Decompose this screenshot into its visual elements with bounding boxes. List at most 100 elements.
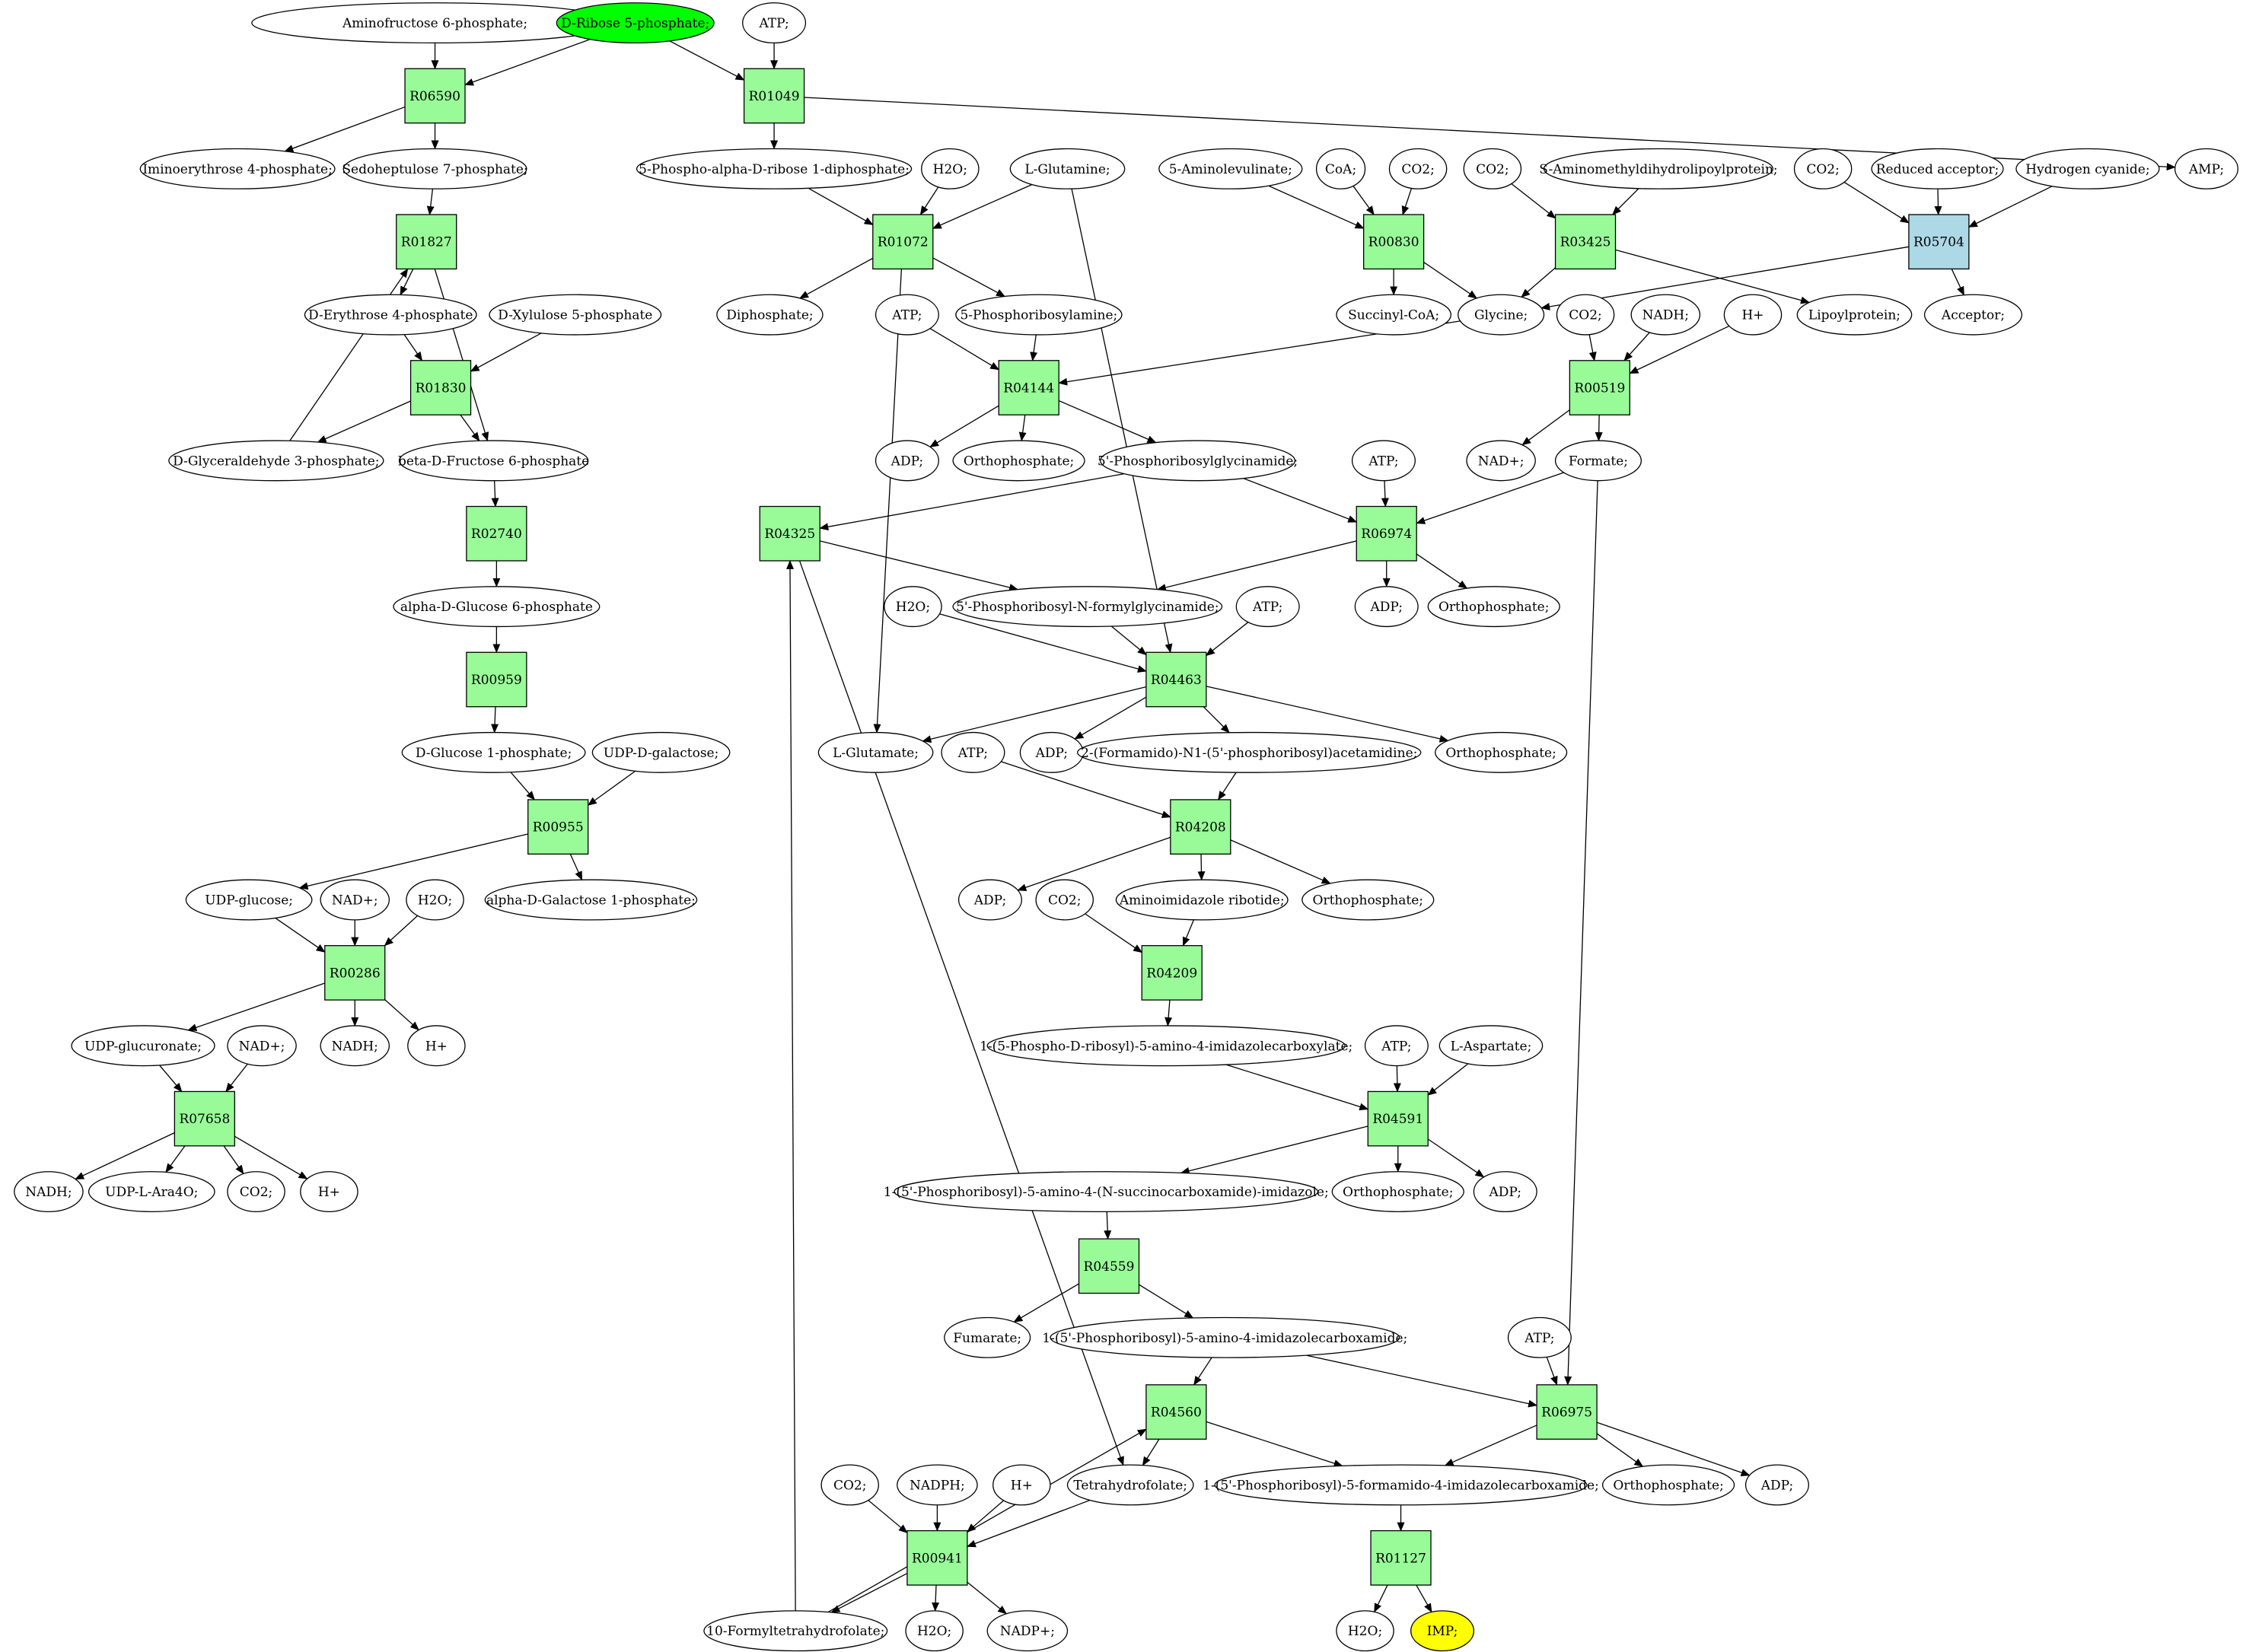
compound-label: alpha-D-Glucose 6-phosphate (400, 600, 593, 615)
edge-r_R04144-to-c_adp1 (929, 405, 999, 447)
compound-label: Sedoheptulose 7-phosphate; (342, 162, 527, 177)
compound-label: ADP; (1035, 746, 1068, 761)
compound-node-c_co2c: CO2; (1793, 148, 1853, 189)
compound-ellipse (2015, 148, 2160, 189)
edge-r_R00955-to-c_gal1p (569, 854, 583, 881)
compound-label: H2O; (917, 1624, 951, 1639)
reaction-box (1370, 1529, 1432, 1586)
reaction-box (396, 214, 457, 270)
compound-ellipse (944, 1316, 1031, 1358)
compound-ellipse (957, 879, 1022, 921)
compound-node-c_adp1: ADP; (875, 440, 939, 482)
edge-r_R03425-to-c_lipo (1615, 249, 1811, 304)
reaction-node-r_R01127: R01127 (1370, 1529, 1432, 1586)
reaction-label: R01127 (1375, 1551, 1426, 1566)
compound-ellipse (1009, 148, 1126, 189)
edge-c_udpglc-to-r_R00286 (275, 917, 326, 953)
edge-c_nad3-to-r_R07658 (225, 1063, 248, 1093)
edge-r_R00941-to-c_h2o4 (932, 1585, 940, 1612)
node-layer: Aminofructose 6-phosphate;D-Ribose 5-pho… (14, 2, 2238, 1652)
edge-c_co2e-to-r_R04209 (1085, 913, 1143, 953)
compound-node-c_glu: L-Glutamate; (817, 731, 934, 773)
compound-ellipse (1035, 879, 1094, 921)
compound-ellipse (1351, 440, 1416, 482)
edge-r_R00519-to-c_formate (1595, 415, 1603, 442)
compound-ellipse (1364, 1025, 1429, 1067)
compound-label: D-Glyceraldehyde 3-phosphate; (173, 454, 379, 469)
reaction-box (998, 360, 1059, 415)
compound-label: Acceptor; (1941, 308, 2005, 323)
compound-node-c_pi5: Orthophosphate; (1331, 1171, 1464, 1213)
reaction-box (527, 799, 589, 855)
compound-node-c_adp5: ADP; (1473, 1171, 1537, 1213)
compound-label: UDP-L-Ara4O; (105, 1185, 198, 1200)
reaction-box (1554, 214, 1617, 270)
compound-label: CO2; (1806, 162, 1840, 177)
compound-node-c_cair: 1-(5-Phospho-D-ribosyl)-5-amino-4-imidaz… (980, 1025, 1352, 1067)
compound-label: CO2; (833, 1478, 867, 1493)
compound-label: UDP-glucuronate; (84, 1039, 202, 1054)
compound-node-c_fgar: 5'-Phosphoribosyl-N-formylglycinamide; (952, 586, 1223, 628)
compound-node-c_co2b: CO2; (1463, 148, 1522, 189)
reaction-label: R00519 (1574, 380, 1625, 396)
reaction-label: R04559 (1084, 1259, 1135, 1275)
compound-node-c_co2e: CO2; (1035, 879, 1094, 921)
compound-node-c_pi2: Orthophosphate; (1427, 586, 1560, 628)
compound-node-c_nad1: NAD+; (1466, 440, 1536, 482)
reaction-box (1356, 505, 1417, 562)
compound-node-c_r5p: D-Ribose 5-phosphate; (556, 2, 715, 44)
compound-ellipse (1050, 1316, 1400, 1358)
compound-ellipse (1315, 148, 1366, 189)
compound-ellipse (1601, 1464, 1735, 1506)
compound-node-c_ie4p: Iminoerythrose 4-phosphate; (139, 148, 336, 189)
reaction-box (174, 1090, 235, 1147)
edge-r_R00286-to-c_hp2 (384, 999, 419, 1031)
compound-label: NADP+; (1000, 1624, 1055, 1639)
reaction-label: R00286 (330, 966, 381, 981)
compound-node-c_pra: 5-Phosphoribosylamine; (955, 294, 1123, 336)
compound-label: ATP; (957, 746, 988, 761)
reaction-box (466, 651, 527, 708)
compound-node-c_nadh1: NADH; (1630, 294, 1701, 336)
compound-label: NADH; (1642, 308, 1689, 323)
compound-label: CO2; (1476, 162, 1509, 177)
compound-node-c_h2o2: H2O; (884, 586, 942, 628)
compound-ellipse (1556, 294, 1615, 336)
reaction-label: R01049 (749, 89, 800, 104)
compound-label: ATP; (1381, 1039, 1411, 1054)
reaction-box (1141, 945, 1203, 1001)
reaction-label: R04560 (1151, 1405, 1202, 1421)
edge-r_R04591-to-c_saicar (1180, 1125, 1368, 1175)
compound-label: Iminoerythrose 4-phosphate; (142, 162, 333, 177)
compound-ellipse (2174, 148, 2238, 189)
compound-node-c_atp7: ATP; (1507, 1316, 1572, 1358)
compound-ellipse (905, 1610, 964, 1652)
compound-label: ADP; (1760, 1478, 1793, 1493)
compound-ellipse (88, 1171, 215, 1213)
compound-ellipse (894, 1171, 1319, 1213)
compound-ellipse (1388, 148, 1448, 189)
edge-r_R04463-to-c_adp3 (1074, 696, 1147, 740)
compound-label: H+ (1011, 1478, 1033, 1493)
edge-r_R04144-to-c_pi1 (1018, 415, 1027, 442)
compound-ellipse (591, 731, 731, 773)
compound-label: 10-Formyltetrahydrofolate; (706, 1624, 884, 1639)
compound-label: Fumarate; (953, 1331, 1021, 1346)
edge-r_R01072-to-c_pp (799, 257, 874, 299)
compound-label: NAD+; (1478, 454, 1525, 469)
compound-node-c_amp: AMP; (2174, 148, 2238, 189)
edge-c_fthf-to-r_R04560 (827, 1428, 1147, 1613)
compound-label: L-Glutamate; (833, 746, 919, 761)
compound-ellipse (875, 440, 939, 482)
edge-r_R04559-to-c_aicar (1139, 1284, 1194, 1319)
compound-node-c_hp4: H+ (992, 1464, 1051, 1506)
edge-r_R00286-to-c_udpglca (187, 982, 325, 1031)
reaction-node-r_R00519: R00519 (1569, 360, 1630, 415)
compound-ellipse (406, 879, 464, 921)
reaction-box (759, 505, 820, 562)
compound-ellipse (1458, 294, 1545, 336)
compound-label: NADH; (332, 1039, 378, 1054)
compound-ellipse (1354, 586, 1419, 628)
compound-node-c_udpara: UDP-L-Ara4O; (88, 1171, 215, 1213)
